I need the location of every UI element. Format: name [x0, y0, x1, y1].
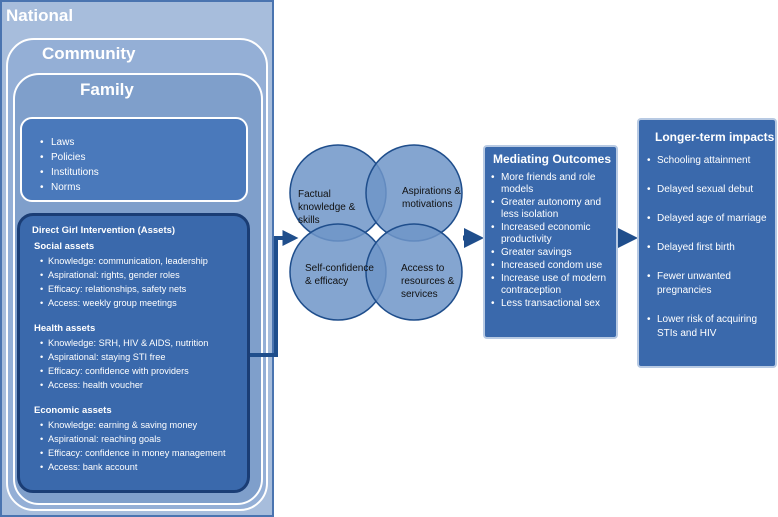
context-item-institutions: Institutions — [40, 165, 246, 180]
health-asset-item: Aspirational: staying STI free — [40, 350, 247, 364]
mediating-outcome-item: Greater savings — [491, 247, 616, 259]
circle-label-aspirations: Aspirations & motivations — [402, 186, 461, 210]
economic-asset-item: Efficacy: confidence in money management — [40, 446, 247, 460]
social-asset-item: Efficacy: relationships, safety nets — [40, 282, 247, 296]
longer-term-impacts-list: Schooling attainment Delayed sexual debu… — [647, 154, 775, 341]
health-asset-item: Knowledge: SRH, HIV & AIDS, nutrition — [40, 336, 247, 350]
mediating-outcome-item: Less transactional sex — [491, 298, 616, 310]
community-title: Community — [42, 44, 136, 63]
mediating-outcome-item: Increased condom use — [491, 260, 616, 272]
social-asset-item: Knowledge: communication, leadership — [40, 254, 247, 268]
mediating-outcome-item: Increased economic productivity — [491, 222, 616, 246]
context-item-policies: Policies — [40, 150, 246, 165]
social-asset-item: Access: weekly group meetings — [40, 296, 247, 310]
mediating-outcome-item: More friends and role models — [491, 172, 616, 196]
circle-label-self-confidence: Self-confidence & efficacy — [305, 263, 374, 287]
intervention-to-circles-arrow — [250, 230, 299, 357]
health-assets-heading: Health assets — [34, 323, 96, 334]
family-title: Family — [80, 80, 134, 99]
context-item-norms: Norms — [40, 180, 246, 195]
longer-term-impact-item: Delayed first birth — [647, 241, 775, 255]
context-box: Laws Policies Institutions Norms — [20, 117, 248, 202]
mediating-outcomes-title: Mediating Outcomes — [493, 152, 612, 166]
health-assets-list: Knowledge: SRH, HIV & AIDS, nutrition As… — [40, 336, 247, 392]
social-assets-list: Knowledge: communication, leadership Asp… — [40, 254, 247, 310]
direct-girl-intervention-box: Direct Girl Intervention (Assets) Social… — [17, 213, 250, 493]
economic-asset-item: Aspirational: reaching goals — [40, 432, 247, 446]
context-list: Laws Policies Institutions Norms — [40, 135, 246, 195]
longer-term-impact-item: Delayed sexual debut — [647, 183, 775, 197]
national-title: National — [6, 6, 74, 25]
circle-label-access: Access to resources & services — [401, 263, 455, 300]
longer-term-impacts-box: Longer-term impacts Schooling attainment… — [637, 118, 777, 368]
economic-assets-list: Knowledge: earning & saving money Aspira… — [40, 418, 247, 474]
economic-asset-item: Access: bank account — [40, 460, 247, 474]
circle-access — [365, 223, 463, 321]
context-item-laws: Laws — [40, 135, 246, 150]
mediating-outcomes-box: Mediating Outcomes More friends and role… — [483, 145, 618, 339]
health-asset-item: Access: health voucher — [40, 378, 247, 392]
social-asset-item: Aspirational: rights, gender roles — [40, 268, 247, 282]
social-assets-heading: Social assets — [34, 241, 95, 252]
longer-term-impact-item: Schooling attainment — [647, 154, 775, 168]
economic-asset-item: Knowledge: earning & saving money — [40, 418, 247, 432]
economic-assets-heading: Economic assets — [34, 405, 112, 416]
longer-term-impact-item: Fewer unwanted pregnancies — [647, 270, 775, 298]
circle-label-factual-knowledge: Factual knowledge & skills — [298, 189, 356, 226]
mediating-outcome-item: Increase use of modern contraception — [491, 273, 616, 297]
longer-term-impact-item: Lower risk of acquiring STIs and HIV — [647, 313, 775, 341]
mediating-outcomes-list: More friends and role models Greater aut… — [491, 172, 616, 310]
mediating-outcome-item: Greater autonomy and less isolation — [491, 197, 616, 221]
intervention-title: Direct Girl Intervention (Assets) — [32, 225, 176, 236]
longer-term-impact-item: Delayed age of marriage — [647, 212, 775, 226]
longer-term-impacts-title: Longer-term impacts — [655, 130, 775, 144]
health-asset-item: Efficacy: confidence with providers — [40, 364, 247, 378]
